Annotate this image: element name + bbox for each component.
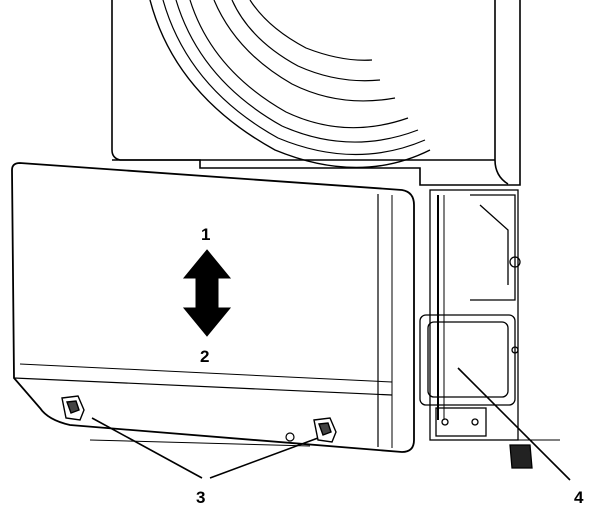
callout-1: 1 <box>201 225 210 244</box>
callout-3: 3 <box>196 488 205 507</box>
floor-line <box>89 439 311 447</box>
panel-clip-left <box>61 395 85 421</box>
screw <box>285 432 295 442</box>
leader-lines <box>91 367 571 481</box>
callout-2: 2 <box>200 347 209 366</box>
up-down-arrow-icon <box>182 249 232 337</box>
panel-clip-right <box>313 417 337 443</box>
door-ring <box>149 0 431 169</box>
right-side-internals <box>419 189 560 469</box>
callout-4: 4 <box>574 488 584 507</box>
